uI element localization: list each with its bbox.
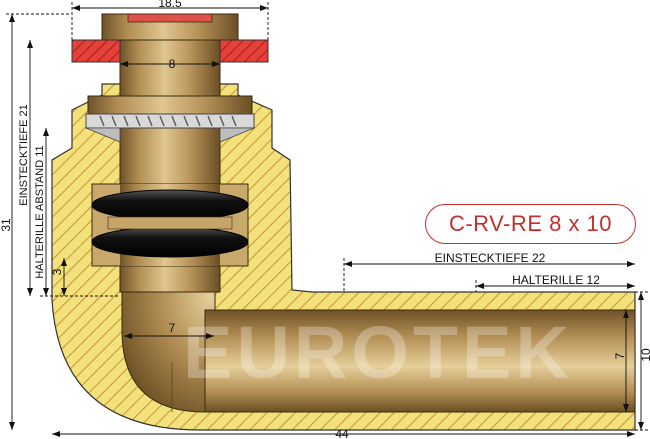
release-ring: [71, 39, 269, 63]
dim-total-height: 31: [0, 218, 13, 232]
grip-ring: [85, 113, 255, 143]
dim-insertion-depth-vertical: EINSTECKTIEFE 21: [18, 104, 30, 205]
dimension-lines: [6, 2, 648, 435]
o-ring-lower: [91, 226, 249, 258]
product-title: C-RV-RE 8 x 10: [448, 211, 613, 236]
dim-total-length: 44: [335, 427, 349, 439]
product-title-badge: C-RV-RE 8 x 10: [425, 204, 636, 244]
dim-bore: 8: [169, 57, 176, 71]
dim-inner-diameter: 7: [613, 352, 627, 359]
dim-retaining-rib-distance: HALTERILLE ABSTAND 11: [34, 145, 46, 278]
o-ring-upper: [91, 189, 249, 221]
dim-top-width: 18.5: [158, 0, 182, 10]
dim-small-step: 3: [50, 268, 64, 275]
o-ring-chamber: [91, 183, 249, 267]
dim-inner-bend: 7: [169, 321, 176, 335]
watermark-text: EUROTEK: [183, 311, 573, 394]
pipe-bore: [121, 289, 636, 413]
dimension-arrows: [9, 5, 644, 437]
dim-insertion-depth-horizontal: EINSTECKTIEFE 22: [435, 251, 546, 265]
dim-retaining-rib: HALTERILLE 12: [512, 273, 600, 287]
dim-outer-diameter: 10: [639, 348, 650, 362]
